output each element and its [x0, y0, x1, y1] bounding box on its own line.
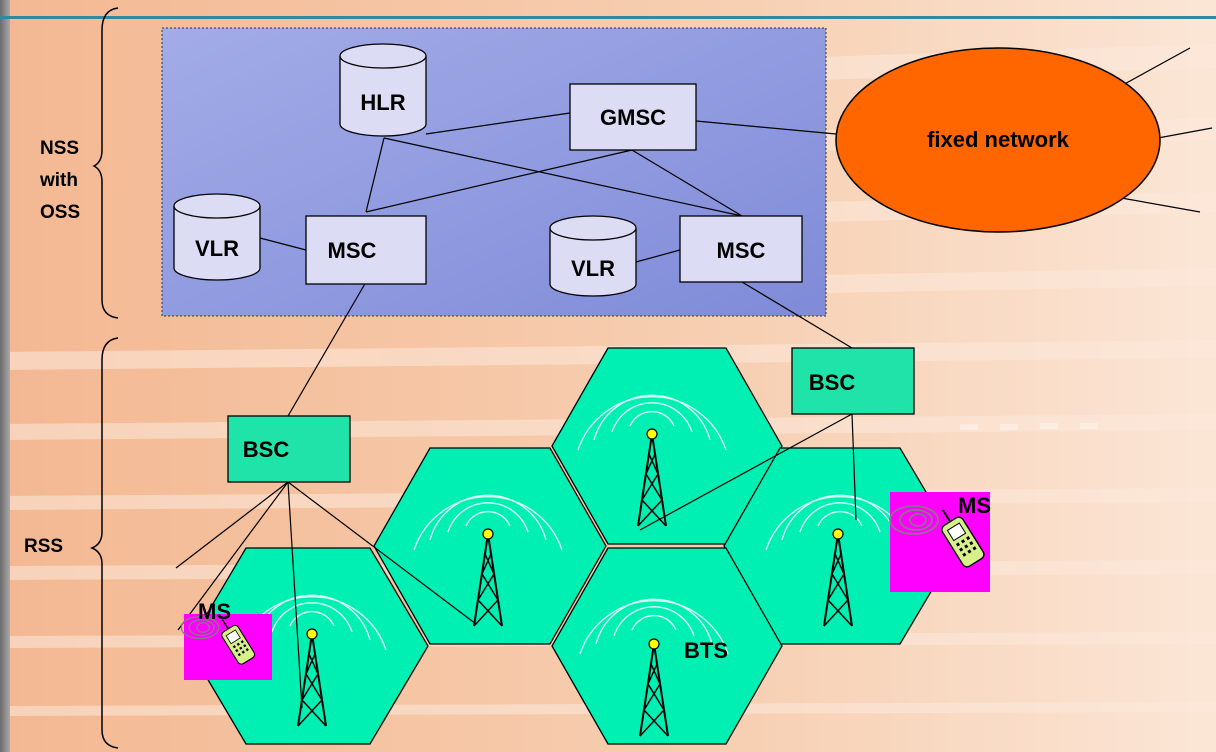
vlr-left-label: VLR: [195, 236, 239, 261]
gmsc-label: GMSC: [600, 105, 666, 130]
top-rule: [0, 16, 1216, 19]
msc-left-label: MSC: [328, 238, 377, 263]
hlr-label: HLR: [360, 90, 405, 115]
vlr-right-label: VLR: [571, 256, 615, 281]
nss-with-label: with: [39, 170, 78, 191]
fixed-network-label: fixed network: [927, 127, 1070, 152]
ms-left-label: MS: [198, 599, 231, 624]
bsc-right-label: BSC: [809, 370, 856, 395]
bsc-left-label: BSC: [243, 437, 290, 462]
bts-label: BTS: [684, 638, 728, 663]
nss-oss-label: OSS: [40, 202, 80, 223]
ms-right-label: MS: [958, 493, 991, 518]
nss-label: NSS: [40, 138, 79, 159]
msc-right-label: MSC: [717, 238, 766, 263]
rss-label: RSS: [24, 536, 63, 557]
